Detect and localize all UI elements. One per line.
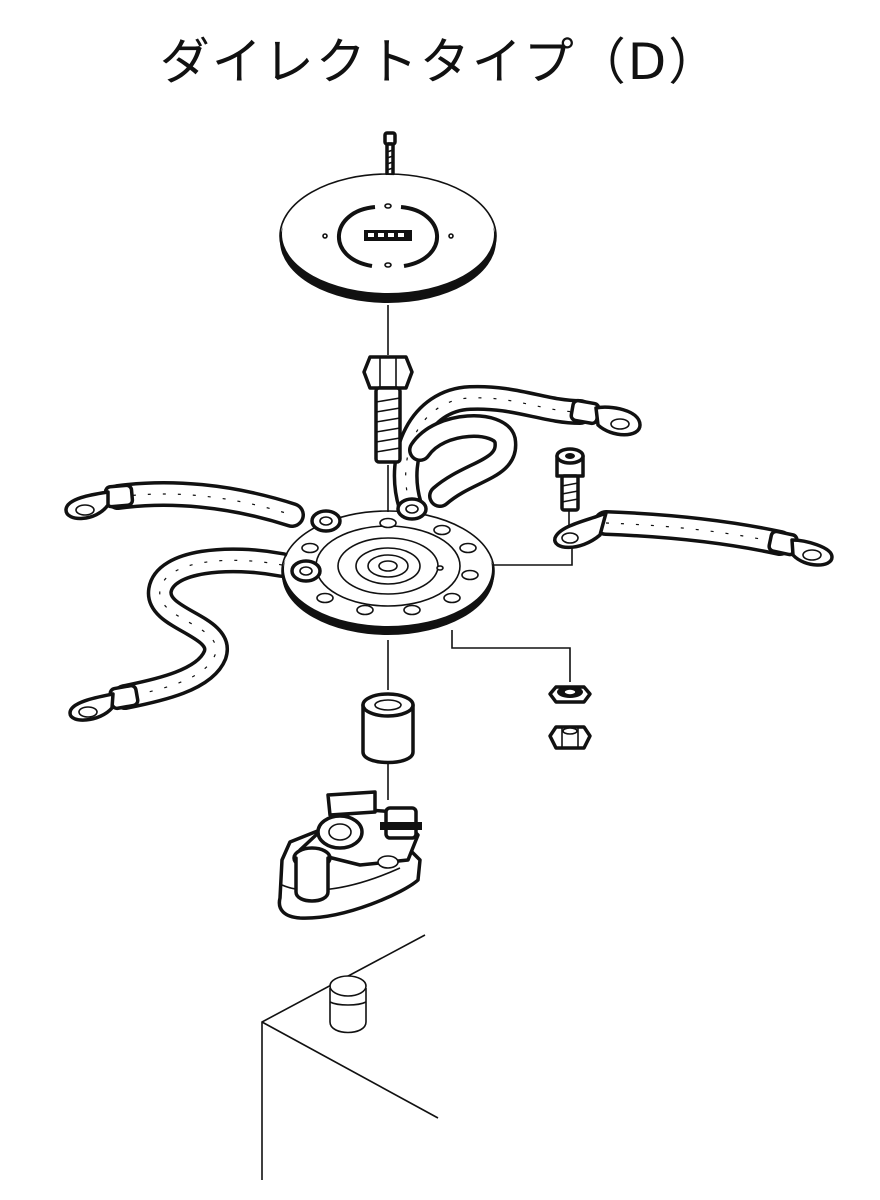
socket-cap-bolt-icon bbox=[555, 447, 585, 512]
page-title: ダイレクトタイプ（D） bbox=[159, 33, 721, 91]
spacer-sleeve-icon bbox=[361, 692, 415, 765]
battery-clamp-icon bbox=[277, 790, 422, 920]
ring-terminal-cable-icon bbox=[64, 384, 834, 722]
lock-washer-icon bbox=[548, 685, 592, 704]
disc-cover-icon bbox=[279, 173, 497, 303]
hex-nut-icon bbox=[548, 725, 592, 750]
battery-post-icon bbox=[261, 934, 439, 1180]
hex-bolt-icon bbox=[362, 355, 414, 464]
screw-icon bbox=[383, 131, 397, 177]
terminal-ring-icon bbox=[281, 497, 495, 635]
